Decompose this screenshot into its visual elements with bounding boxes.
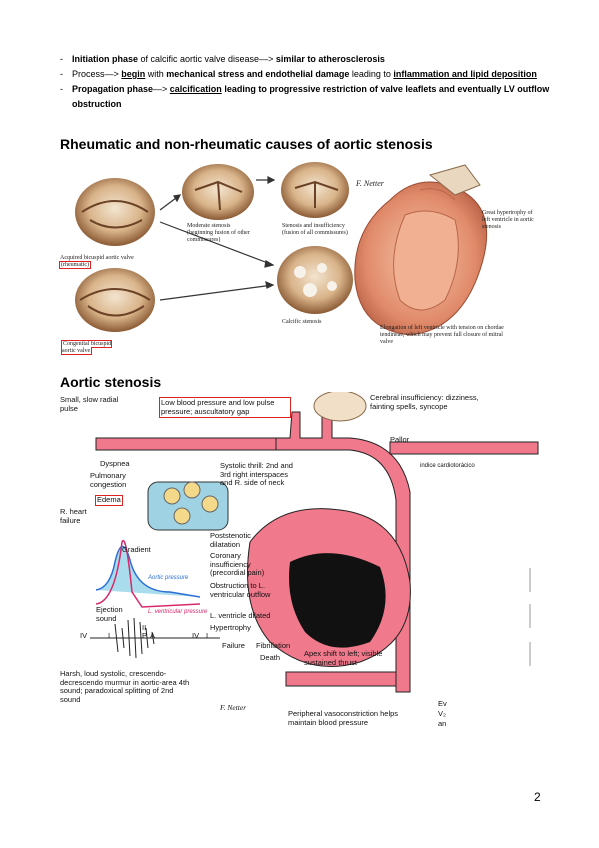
figure-valve-causes: Acquired bicuspid aortic valve (rheumati… xyxy=(59,160,540,360)
bullet-dash: - xyxy=(60,54,63,64)
label-lv-dilated: L. ventricle dilated xyxy=(210,611,271,620)
heading-aortic-stenosis: Aortic stenosis xyxy=(60,374,162,390)
bullet-3: - Propagation phase—> calcification lead… xyxy=(60,82,550,112)
bullet-1-text: of calcific aortic valve disease—> xyxy=(138,54,276,64)
label-stenosis-insufficiency: Stenosis and insufficiency (fusion of al… xyxy=(282,223,348,236)
valve-calcific-stenosis xyxy=(277,246,353,314)
figure-aortic-stenosis: Small, slow radial pulse Low blood press… xyxy=(60,390,540,744)
label-obstruction: Obstruction to L. ventricular outflow xyxy=(210,581,271,599)
bullet-1-bold2: similar to atherosclerosis xyxy=(275,54,385,64)
label-calcific-stenosis: Calcific stenosis xyxy=(282,319,322,325)
bullet-dash: - xyxy=(60,84,63,94)
heading-causes: Rheumatic and non-rheumatic causes of ao… xyxy=(60,136,433,152)
bullet-dash: - xyxy=(60,69,63,79)
heart xyxy=(247,508,411,667)
bullet-2-pre: Process—> xyxy=(72,69,122,79)
label-r-heart-failure: R. heart failure xyxy=(60,507,87,525)
bullet-2-begin: begin xyxy=(121,69,146,79)
bullet-2-lead: leading to xyxy=(349,69,394,79)
valve-congenital-bicuspid xyxy=(75,268,155,332)
label-acquired: Acquired bicuspid aortic valve (rheumati… xyxy=(59,255,140,269)
label-rheumatic: (rheumatic) xyxy=(59,261,91,269)
artist-signature-2: F. Netter xyxy=(220,703,247,712)
bullet-2: - Process—> begin with mechanical stress… xyxy=(60,67,550,82)
brain xyxy=(313,390,367,422)
label-fibrillation: Fibrillation xyxy=(256,641,291,650)
progression-arrows xyxy=(159,176,276,301)
bullet-3-arrow: —> xyxy=(153,84,170,94)
valve-moderate-stenosis xyxy=(182,164,254,220)
bullet-1: - Initiation phase of calcific aortic va… xyxy=(60,52,550,67)
bullet-2-mid: with xyxy=(145,69,167,79)
label-dyspnea: Dyspnea xyxy=(100,459,130,468)
figure-aortic-drawing xyxy=(90,390,539,693)
label-low-bp: Low blood pressure and low pulse pressur… xyxy=(159,397,291,418)
artist-signature: F. Netter xyxy=(356,179,384,188)
label-p: P xyxy=(142,631,148,640)
label-ejection-sound: Ejection sound xyxy=(96,605,123,623)
label-edge-an: an xyxy=(438,719,447,728)
label-a: A xyxy=(150,631,156,640)
label-i-2: I xyxy=(206,631,209,640)
page-number: 2 xyxy=(534,790,541,804)
label-iv-2: IV xyxy=(192,631,200,640)
label-pulm-congestion: Pulmonary congestion xyxy=(90,471,127,489)
label-death: Death xyxy=(260,653,281,662)
label-edge-ev: Ev xyxy=(438,699,447,708)
label-congenital-text: Congenital bicuspid aortic valve xyxy=(60,340,113,355)
label-poststenotic: Poststenotic dilatation xyxy=(210,531,251,549)
label-edge-v2: V₂ xyxy=(438,709,446,718)
label-lv-pressure: L. ventricular pressure xyxy=(148,609,208,615)
label-elongation: Elongation of left ventricle with tensio… xyxy=(380,325,504,345)
label-moderate-stenosis: Moderate stenosis (beginning fusion of o… xyxy=(187,223,250,243)
bullet-2-bold: mechanical stress and endothelial damage xyxy=(166,69,350,79)
bullet-1-bold: Initiation phase xyxy=(72,54,139,64)
label-peripheral: Peripheral vasoconstriction helps mainta… xyxy=(288,709,399,727)
label-great-hypertrophy: Great hypertrophy of left ventricle in a… xyxy=(482,210,534,230)
label-aortic-pressure: Aortic pressure xyxy=(148,575,189,581)
bullet-list: - Initiation phase of calcific aortic va… xyxy=(60,52,550,112)
phonocardiogram xyxy=(90,617,220,659)
bullet-3-bold: Propagation phase xyxy=(72,84,154,94)
label-ii: II xyxy=(142,623,147,632)
label-acquired-text: Acquired bicuspid aortic valve xyxy=(60,255,134,261)
label-cerebral: Cerebral insufficiency: dizziness, faint… xyxy=(370,393,479,411)
label-indice: indice cardiotorácico xyxy=(420,463,475,469)
label-gradient: Gradient xyxy=(122,545,151,554)
label-pallor: Pallor xyxy=(390,435,410,444)
label-congenital: Congenital bicuspid aortic valve xyxy=(60,340,122,355)
label-failure: Failure xyxy=(222,641,245,650)
label-hypertrophy: Hypertrophy xyxy=(210,623,251,632)
figure-valve-drawing xyxy=(75,162,488,336)
label-small-pulse: Small, slow radial pulse xyxy=(60,395,119,413)
label-i-1: I xyxy=(108,631,111,640)
label-systolic-thrill: Systolic thrill: 2nd and 3rd right inter… xyxy=(220,461,293,487)
bullet-3-rest: leading to progressive restriction of va… xyxy=(72,84,550,109)
label-murmur: Harsh, loud systolic, crescendo-decresce… xyxy=(60,669,190,704)
bullet-3-calc: calcification xyxy=(169,84,222,94)
heart-section xyxy=(354,164,488,336)
label-coronary: Coronary insufficiency (precordial pain) xyxy=(210,551,265,577)
valve-stenosis-insufficiency xyxy=(281,162,349,218)
valve-acquired-bicuspid xyxy=(75,178,155,246)
bullet-2-inflam: inflammation and lipid deposition xyxy=(393,69,537,79)
pressure-waveform xyxy=(95,539,201,608)
lung-alveoli xyxy=(147,481,229,531)
label-apex-shift: Apex shift to left; visible sustained th… xyxy=(304,649,383,667)
label-iv-1: IV xyxy=(80,631,88,640)
label-edema: Edema xyxy=(95,495,123,506)
aorta-arch xyxy=(95,401,539,693)
